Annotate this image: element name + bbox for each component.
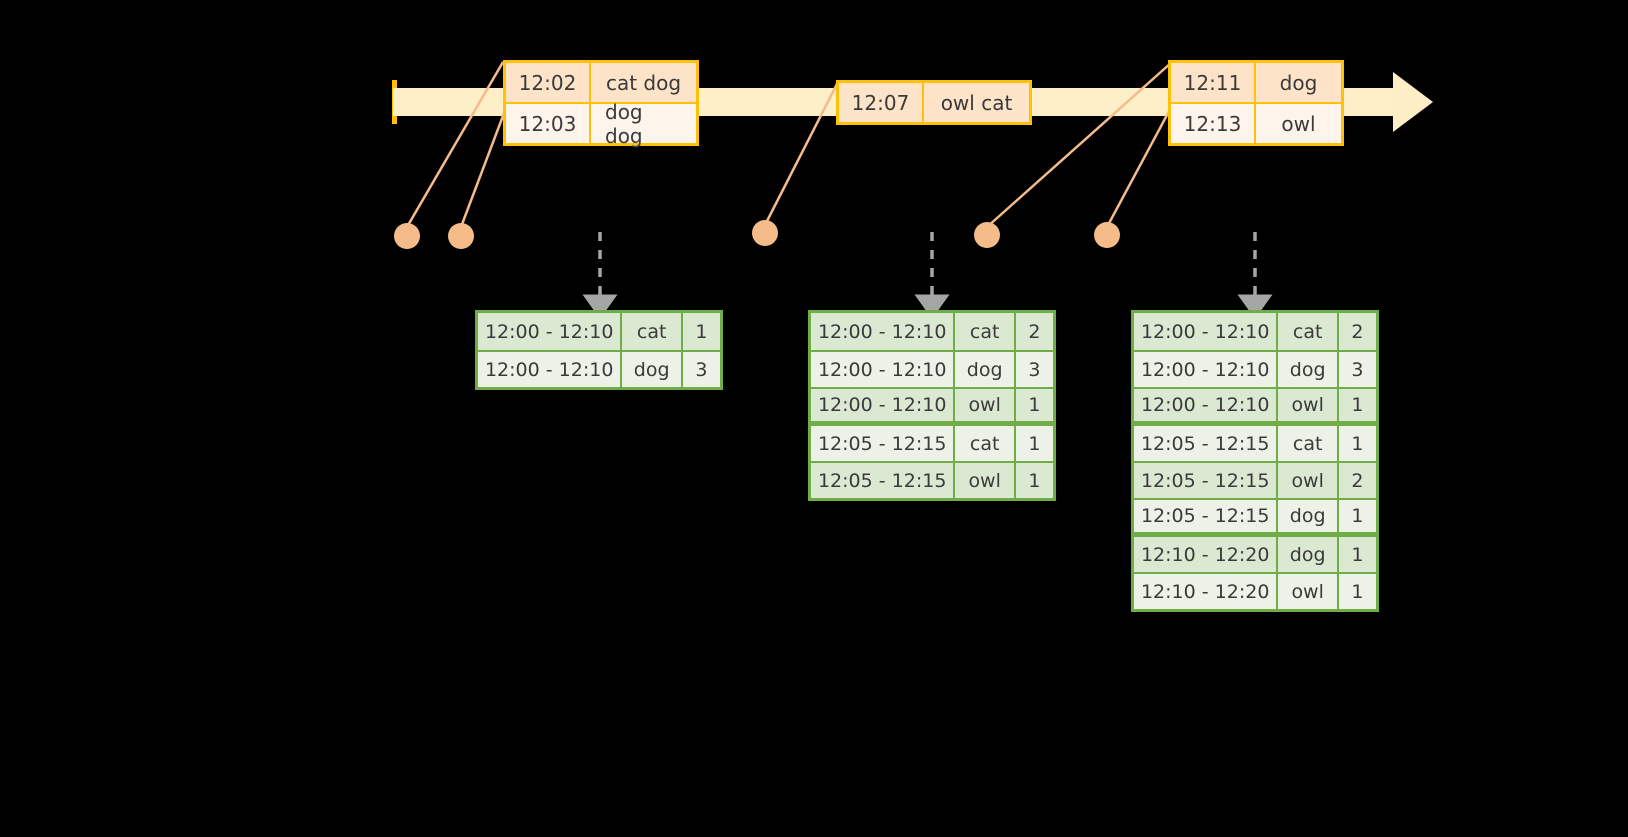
window-cell: 12:00 - 12:10 bbox=[1134, 313, 1279, 350]
window-cell: 12:05 - 12:15 bbox=[1134, 463, 1279, 498]
event-dot-3 bbox=[752, 220, 778, 246]
count-cell: 3 bbox=[682, 352, 720, 387]
count-cell: 1 bbox=[1338, 389, 1376, 421]
count-cell: 1 bbox=[1015, 463, 1053, 498]
count-cell: 1 bbox=[1338, 426, 1376, 461]
event-time: 12:13 bbox=[1171, 104, 1256, 143]
count-cell: 1 bbox=[1015, 426, 1053, 461]
connector-5 bbox=[1105, 101, 1176, 228]
count-cell: 1 bbox=[1015, 389, 1053, 421]
word-cell: cat bbox=[622, 313, 683, 350]
down-arrow-lines bbox=[582, 232, 1273, 319]
word-cell: owl bbox=[1278, 389, 1339, 421]
event-time: 12:02 bbox=[506, 63, 591, 102]
event-words: dog bbox=[1256, 63, 1341, 102]
word-cell: owl bbox=[1278, 463, 1339, 498]
count-cell: 1 bbox=[1338, 500, 1376, 532]
event-time: 12:11 bbox=[1171, 63, 1256, 102]
event-words: owl bbox=[1256, 104, 1341, 143]
event-dot-4 bbox=[974, 222, 1000, 248]
connector-1 bbox=[405, 61, 505, 228]
word-cell: cat bbox=[1278, 313, 1339, 350]
connector-2 bbox=[459, 99, 511, 228]
word-cell: dog bbox=[1278, 352, 1339, 387]
event-words: dog dog bbox=[591, 100, 696, 148]
timeline-arrowhead-icon bbox=[1393, 72, 1433, 132]
word-cell: cat bbox=[955, 426, 1016, 461]
word-cell: dog bbox=[1278, 500, 1339, 532]
count-cell: 1 bbox=[1338, 574, 1376, 609]
count-cell: 2 bbox=[1338, 463, 1376, 498]
window-cell: 12:00 - 12:10 bbox=[811, 313, 956, 350]
window-cell: 12:00 - 12:10 bbox=[478, 352, 623, 387]
count-cell: 1 bbox=[1338, 537, 1376, 572]
window-cell: 12:00 - 12:10 bbox=[811, 389, 956, 421]
event-dot-2 bbox=[448, 223, 474, 249]
window-cell: 12:00 - 12:10 bbox=[811, 352, 956, 387]
word-cell: dog bbox=[955, 352, 1016, 387]
event-dot-5 bbox=[1094, 222, 1120, 248]
word-cell: owl bbox=[955, 463, 1016, 498]
event-words: owl cat bbox=[924, 83, 1029, 122]
word-cell: dog bbox=[1278, 537, 1339, 572]
window-cell: 12:10 - 12:20 bbox=[1134, 537, 1279, 572]
word-cell: owl bbox=[955, 389, 1016, 421]
event-time: 12:03 bbox=[506, 104, 591, 143]
count-cell: 2 bbox=[1015, 313, 1053, 350]
word-cell: cat bbox=[1278, 426, 1339, 461]
window-cell: 12:05 - 12:15 bbox=[811, 463, 956, 498]
word-cell: cat bbox=[955, 313, 1016, 350]
event-time: 12:07 bbox=[839, 83, 924, 122]
word-cell: owl bbox=[1278, 574, 1339, 609]
window-cell: 12:00 - 12:10 bbox=[1134, 352, 1279, 387]
event-dot-1 bbox=[394, 223, 420, 249]
count-cell: 3 bbox=[1015, 352, 1053, 387]
window-cell: 12:05 - 12:15 bbox=[811, 426, 956, 461]
window-cell: 12:10 - 12:20 bbox=[1134, 574, 1279, 609]
count-cell: 2 bbox=[1338, 313, 1376, 350]
count-cell: 3 bbox=[1338, 352, 1376, 387]
word-cell: dog bbox=[622, 352, 683, 387]
count-cell: 1 bbox=[682, 313, 720, 350]
window-cell: 12:05 - 12:15 bbox=[1134, 426, 1279, 461]
window-cell: 12:00 - 12:10 bbox=[478, 313, 623, 350]
window-cell: 12:05 - 12:15 bbox=[1134, 500, 1279, 532]
event-words: cat dog bbox=[591, 63, 696, 102]
window-cell: 12:00 - 12:10 bbox=[1134, 389, 1279, 421]
